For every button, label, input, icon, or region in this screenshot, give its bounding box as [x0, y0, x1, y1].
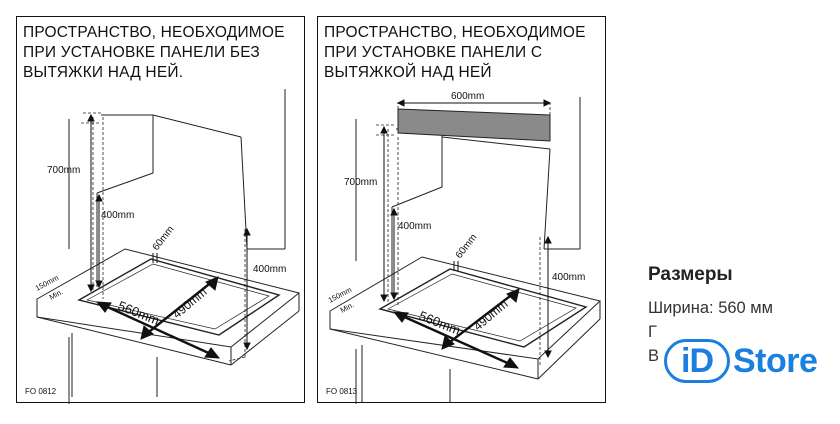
figure-code: FO 0813: [326, 387, 358, 396]
spec-width: Ширина: 560 мм: [648, 299, 773, 317]
dim-label-min: Min.: [339, 300, 356, 315]
dim-label-400-left: 400mm: [101, 210, 134, 221]
spec-depth-partial: Г: [648, 323, 657, 341]
range-hood: [397, 108, 551, 142]
dim-label-560: 560mm: [116, 298, 162, 328]
panel-title: ПРОСТРАНСТВО, НЕОБХОДИМОЕ ПРИ УСТАНОВКЕ …: [324, 24, 586, 81]
clearance-diagram: 600mm 700mm 400mm 400mm 60mm 150mm Min. …: [327, 91, 602, 404]
installation-diagram-with-hood: ПРОСТРАНСТВО, НЕОБХОДИМОЕ ПРИ УСТАНОВКЕ …: [317, 16, 606, 404]
panel-title: ПРОСТРАНСТВО, НЕОБХОДИМОЕ ПРИ УСТАНОВКЕ …: [23, 24, 285, 81]
dim-label-490: 490mm: [471, 297, 511, 333]
spec-height-partial: В: [648, 347, 660, 365]
dim-label-60: 60mm: [454, 232, 480, 261]
specs-heading: Размеры: [648, 264, 733, 285]
dim-label-400-right: 400mm: [253, 264, 286, 275]
dim-label-700: 700mm: [344, 177, 377, 188]
dim-label-490: 490mm: [170, 285, 210, 321]
hob-cutout: [378, 268, 588, 348]
upper-cabinet: [391, 128, 443, 208]
figure-code: FO 0812: [25, 387, 57, 396]
idstore-logo: iD Store: [664, 339, 818, 383]
logo-badge: iD: [664, 339, 730, 383]
installation-diagram-without-hood: ПРОСТРАНСТВО, НЕОБХОДИМОЕ ПРИ УСТАНОВКЕ …: [16, 16, 305, 404]
clearance-diagram: 700mm 400mm 400mm 60mm 150mm Min. 560mm …: [34, 89, 301, 404]
dim-label-60: 60mm: [151, 224, 177, 253]
logo-wordmark: Store: [733, 342, 818, 380]
dim-label-700: 700mm: [47, 165, 80, 176]
hob-cutout: [77, 258, 281, 336]
dim-label-600: 600mm: [451, 91, 484, 102]
upper-cabinet: [96, 114, 154, 194]
dim-label-400-right: 400mm: [552, 272, 585, 283]
dim-label-min: Min.: [48, 287, 65, 302]
dim-label-400-left: 400mm: [398, 221, 431, 232]
